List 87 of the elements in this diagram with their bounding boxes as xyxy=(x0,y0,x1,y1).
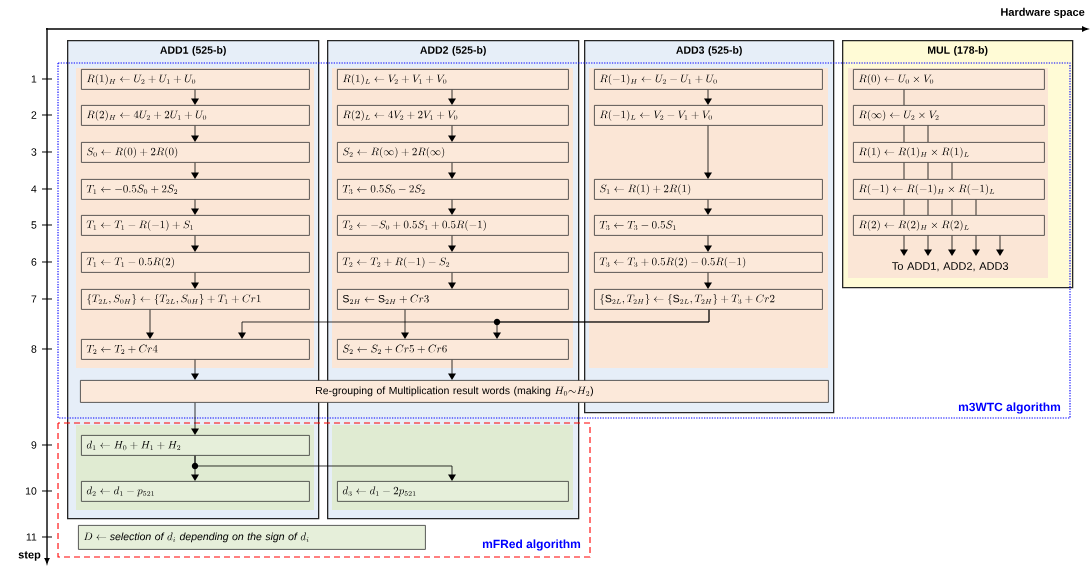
arrow xyxy=(191,272,199,289)
arrow xyxy=(924,235,932,256)
connector-line xyxy=(927,199,929,216)
connector-line xyxy=(975,199,977,216)
connector-line xyxy=(903,162,905,180)
step-number: 2 xyxy=(31,111,37,119)
formula-box: $R(\infty) \leftarrow U_2 \times V_2$ xyxy=(853,105,1045,126)
formula-box: $d_3 \leftarrow d_1 - 2p_{521}$ xyxy=(337,481,569,502)
arrow xyxy=(704,125,712,179)
formula-box: $T_1 \leftarrow T_1 - 0.5R(2)$ xyxy=(81,252,310,273)
arrow xyxy=(191,125,199,142)
formula-box: $T_3 \leftarrow T_3 + 0.5R(2) - 0.5R(-1)$ xyxy=(594,252,823,273)
step-number: 3 xyxy=(31,148,37,156)
step-number: 10 xyxy=(25,487,37,495)
formula-box: $S_1 \leftarrow R(1) + 2R(1)$ xyxy=(594,179,823,200)
connector-line xyxy=(951,199,953,216)
formula-box: $S_2 \leftarrow S_2 + Cr5 + Cr6$ xyxy=(337,339,569,360)
arrow xyxy=(996,235,1004,256)
arrow xyxy=(704,89,712,105)
formula-box: $\{T_{2L}, S_{0H}\} \leftarrow \{T_{2L}, S_{0H}\} + T_1 + Cr1$ xyxy=(81,289,310,310)
arrow xyxy=(191,162,199,179)
formula-box: $\mathrm{S}_{2H} \leftarrow \mathrm{S}_{2H} + Cr3$ xyxy=(337,289,569,310)
formula-box: $R(2)_H \leftarrow 4U_2 + 2U_1 + U_0$ xyxy=(81,105,310,126)
arrow xyxy=(900,235,908,256)
region-label: m3WTC algorithm xyxy=(958,402,1061,414)
arrow xyxy=(972,235,980,256)
arrow xyxy=(191,235,199,252)
arrow xyxy=(448,199,456,215)
connector-line xyxy=(903,199,905,216)
arrow xyxy=(146,309,154,339)
step-number: 11 xyxy=(26,533,37,541)
step-number: 1 xyxy=(31,75,37,83)
arrow xyxy=(448,235,456,252)
arrow xyxy=(194,455,456,481)
formula-box: $S_0 \leftarrow R(0) + 2R(0)$ xyxy=(81,142,310,163)
formula-box: $D \leftarrow \textit{selection of } d_i \textit{ depending on the sign of } d_i$ xyxy=(78,525,426,550)
arrow xyxy=(448,162,456,179)
formula-box: $T_1 \leftarrow -0.5S_0 + 2S_2$ xyxy=(81,179,310,200)
arrow xyxy=(704,235,712,252)
formula-box: $S_2 \leftarrow R(\infty) + 2R(\infty)$ xyxy=(337,142,569,163)
formula-box: $R(-1)_L \leftarrow V_2 - V_1 + V_0$ xyxy=(594,105,823,126)
arrow xyxy=(704,199,712,215)
connector-line xyxy=(951,162,953,180)
formula-box: $R(2) \leftarrow R(2)_H \times R(2)_L$ xyxy=(853,215,1045,236)
step-number: 7 xyxy=(31,295,37,303)
formula-box: $\{\mathrm{S}_{2L}, T_{2H}\} \leftarrow \{\mathrm{S}_{2L}, T_{2H}\} + T_3 + Cr2$ xyxy=(594,289,823,310)
arrow xyxy=(448,89,456,105)
connector-line xyxy=(903,89,905,106)
formula-box: $T_2 \leftarrow T_2 + Cr4$ xyxy=(81,339,310,360)
arrow xyxy=(191,89,199,105)
arrow xyxy=(191,199,199,215)
arrow xyxy=(401,309,409,339)
arrow xyxy=(191,402,199,435)
arrow xyxy=(448,125,456,142)
formula-box: $d_1 \leftarrow H_0 + H_1 + H_2$ xyxy=(81,435,310,456)
arrow xyxy=(238,309,710,339)
axis-title: step xyxy=(18,551,41,561)
connector-line xyxy=(927,125,929,143)
formula-box: $T_3 \leftarrow 0.5S_0 - 2S_2$ xyxy=(337,179,569,200)
formula-box: $R(1)_L \leftarrow V_2 + V_1 + V_0$ xyxy=(337,69,569,90)
axis-title: Hardware space xyxy=(1001,7,1085,19)
formula-box: $R(0) \leftarrow U_0 \times V_0$ xyxy=(853,69,1045,90)
process-box: $\text{Re-grouping of Multiplication result words (making }H_0{\sim}H_2\text{)}$ xyxy=(80,380,829,403)
connector-line xyxy=(903,125,905,143)
step-number: 6 xyxy=(31,258,37,266)
step-number: 8 xyxy=(31,345,37,353)
arrow xyxy=(448,272,456,289)
connector-line xyxy=(927,162,929,180)
output-label: To ADD1, ADD2, ADD3 xyxy=(892,262,1009,272)
arrow xyxy=(948,235,956,256)
formula-box: $R(2)_L \leftarrow 4V_2 + 2V_1 + V_0$ xyxy=(337,105,569,126)
step-number: 9 xyxy=(31,441,37,449)
formula-box: $R(1)_H \leftarrow U_2 + U_1 + U_0$ xyxy=(81,69,310,90)
formula-box: $T_2 \leftarrow T_2 + R(-1) - S_2$ xyxy=(337,252,569,273)
formula-box: $R(-1)_H \leftarrow U_2 - U_1 + U_0$ xyxy=(594,69,823,90)
formula-box: $T_2 \leftarrow -S_0 + 0.5S_1 + 0.5R(-1)$ xyxy=(337,215,569,236)
step-number: 5 xyxy=(31,221,37,229)
formula-box: $R(-1) \leftarrow R(-1)_H \times R(-1)_L$ xyxy=(853,179,1045,200)
arrow xyxy=(704,272,712,289)
region-label: mFRed algorithm xyxy=(482,539,581,551)
formula-box: $T_3 \leftarrow T_3 - 0.5S_1$ xyxy=(594,215,823,236)
step-number: 4 xyxy=(31,185,37,193)
formula-box: $d_2 \leftarrow d_1 - p_{521}$ xyxy=(81,481,310,502)
arrow xyxy=(191,359,199,380)
formula-box: $T_1 \leftarrow T_1 - R(-1) + S_1$ xyxy=(81,215,310,236)
arrow xyxy=(448,359,456,380)
formula-box: $R(1) \leftarrow R(1)_H \times R(1)_L$ xyxy=(853,142,1045,163)
